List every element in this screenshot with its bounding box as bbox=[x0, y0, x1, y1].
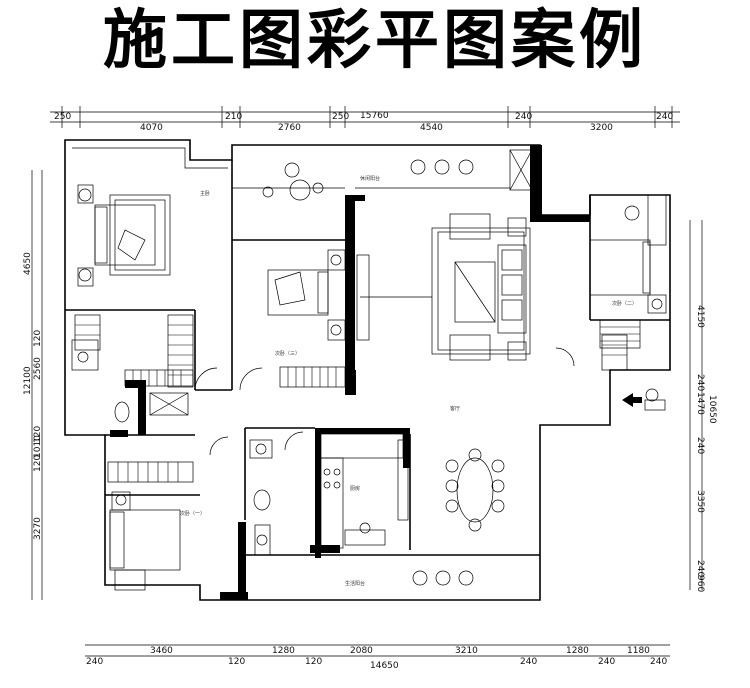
master-bedroom: 主卧 bbox=[77, 184, 210, 287]
living-room: 客厅 bbox=[356, 213, 531, 412]
door-swings bbox=[194, 347, 575, 456]
dim-bottom-9: 240 bbox=[520, 657, 537, 667]
label-master-bedroom: 主卧 bbox=[200, 190, 210, 197]
dim-right-3: 1470 bbox=[695, 392, 705, 415]
dim-bottom-10: 1280 bbox=[566, 646, 589, 656]
dim-bottom-3: 120 bbox=[228, 657, 245, 667]
dim-bottom-2: 3460 bbox=[150, 646, 173, 656]
bedroom-two: 次卧（二） bbox=[589, 194, 667, 314]
dim-top-3: 210 bbox=[225, 112, 242, 122]
dim-bottom-7: 14650 bbox=[370, 661, 399, 671]
dim-top-6: 15760 bbox=[360, 111, 389, 121]
dim-top-2: 4070 bbox=[140, 123, 163, 133]
dim-left-5: 120 bbox=[33, 426, 43, 443]
label-bedroom-two: 次卧（二） bbox=[612, 300, 637, 307]
balcony-bottom: 生活阳台 bbox=[345, 570, 474, 587]
dim-bottom-13: 240 bbox=[650, 657, 667, 667]
label-bedroom-one: 次卧（一） bbox=[180, 510, 205, 517]
dim-left-2: 120 bbox=[33, 330, 43, 347]
dim-bottom-12: 1180 bbox=[627, 646, 650, 656]
dim-right-7: 240 bbox=[695, 560, 705, 577]
dim-top-5: 250 bbox=[332, 112, 349, 122]
dim-right-4: 10650 bbox=[707, 395, 717, 424]
dim-top-10: 240 bbox=[656, 112, 673, 122]
bedroom-three: 次卧（三） bbox=[267, 249, 346, 357]
dim-bottom-6: 2080 bbox=[350, 646, 373, 656]
dim-left-3: 12100 bbox=[23, 366, 33, 395]
label-balcony: 休闲阳台 bbox=[360, 175, 380, 182]
dim-right-6: 3350 bbox=[695, 490, 705, 513]
dim-left-4: 2560 bbox=[33, 357, 43, 380]
label-service-balcony: 生活阳台 bbox=[345, 580, 365, 587]
label-kitchen: 厨房 bbox=[350, 485, 360, 492]
dim-right-1: 4150 bbox=[695, 305, 705, 328]
dim-top-9: 3200 bbox=[590, 123, 613, 133]
dim-left-1: 4650 bbox=[23, 252, 33, 275]
dim-bottom-1: 240 bbox=[86, 657, 103, 667]
dimension-line-right bbox=[689, 220, 703, 590]
balcony-top: 休闲阳台 bbox=[232, 149, 533, 201]
dimension-line-top bbox=[50, 106, 680, 128]
dim-left-6: 1010 bbox=[33, 435, 43, 458]
bedroom-one: 次卧（一） bbox=[109, 491, 205, 591]
second-bathroom bbox=[249, 439, 273, 556]
entrance-arrow-icon bbox=[622, 388, 666, 411]
bed-icon bbox=[94, 204, 156, 266]
wardrobe-hatching bbox=[74, 314, 641, 483]
dim-right-8: 960 bbox=[695, 575, 705, 592]
label-living-room: 客厅 bbox=[450, 405, 460, 412]
dining-table-icon bbox=[445, 448, 505, 532]
thick-walls bbox=[110, 145, 590, 600]
dim-bottom-8: 3210 bbox=[455, 646, 478, 656]
kitchen: 厨房 bbox=[320, 433, 409, 549]
label-bedroom-three: 次卧（三） bbox=[275, 350, 300, 357]
dim-left-8: 3270 bbox=[33, 517, 43, 540]
dimension-line-bottom bbox=[85, 644, 670, 657]
dim-top-8: 240 bbox=[515, 112, 532, 122]
page-title: 施工图彩平图案例 bbox=[103, 4, 647, 78]
sofa-icon bbox=[497, 244, 527, 334]
dimension-line-left bbox=[31, 170, 43, 600]
dim-left-7: 120 bbox=[33, 455, 43, 472]
dim-bottom-5: 120 bbox=[305, 657, 322, 667]
dim-top-1: 250 bbox=[54, 112, 71, 122]
dim-bottom-4: 1280 bbox=[272, 646, 295, 656]
dim-top-7: 4540 bbox=[420, 123, 443, 133]
dim-right-2: 240 bbox=[695, 374, 705, 391]
dim-right-5: 240 bbox=[695, 437, 705, 454]
outer-walls bbox=[64, 139, 671, 601]
dim-top-4: 2760 bbox=[278, 123, 301, 133]
master-bathroom bbox=[71, 339, 189, 423]
dim-bottom-11: 240 bbox=[598, 657, 615, 667]
